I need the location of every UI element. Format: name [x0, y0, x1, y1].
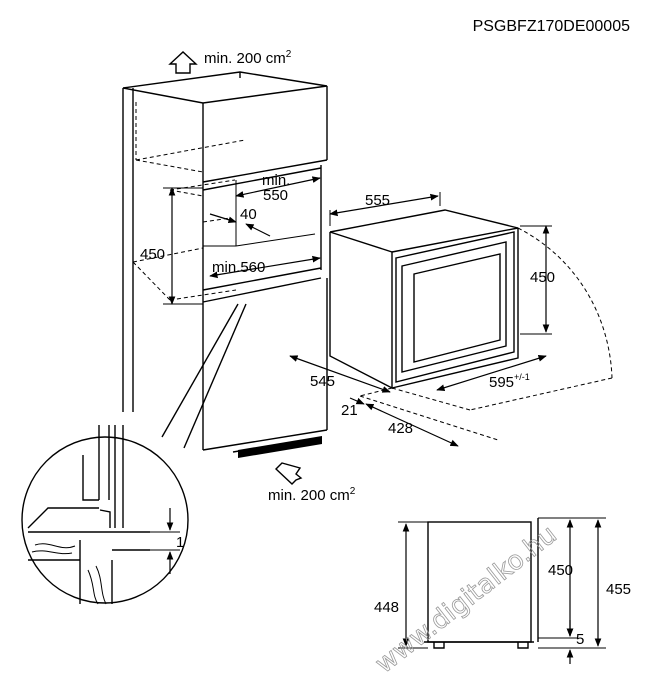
- diagram-code: PSGBFZ170DE00005: [473, 18, 631, 35]
- appliance-h450: 450: [530, 269, 555, 286]
- side-h455: 455: [606, 581, 631, 598]
- vent-bottom-arrow: [274, 462, 303, 485]
- cabinet-h450: 450: [140, 246, 165, 263]
- appliance-d21: 21: [341, 402, 358, 419]
- detail-callout: [21, 303, 247, 605]
- appliance-w555: 555: [365, 192, 390, 209]
- vent-top-label: min. 200 cm2: [204, 49, 292, 67]
- side-h448: 448: [374, 599, 399, 616]
- cabinet-width-min560: min.560: [212, 259, 265, 276]
- side-h450: 450: [548, 562, 573, 579]
- appliance-d545: 545: [310, 373, 335, 390]
- vent-up-arrow: [168, 51, 198, 74]
- vent-bottom-label: min. 200 cm2: [268, 486, 356, 504]
- appliance-d428: 428: [388, 420, 413, 437]
- side-view: [398, 517, 606, 664]
- side-gap5: 5: [576, 631, 584, 648]
- cabinet-min-label: min.: [262, 172, 290, 189]
- detail-gap-1: 1: [176, 534, 184, 551]
- appliance-w595: 595+/-1: [489, 372, 530, 391]
- cabinet-d40: 40: [240, 206, 257, 223]
- appliance-drawing: [329, 209, 613, 441]
- cabinet-dimensions: [163, 176, 321, 305]
- appliance-dimensions: [289, 192, 552, 447]
- cabinet-depth-550: 550: [263, 187, 288, 204]
